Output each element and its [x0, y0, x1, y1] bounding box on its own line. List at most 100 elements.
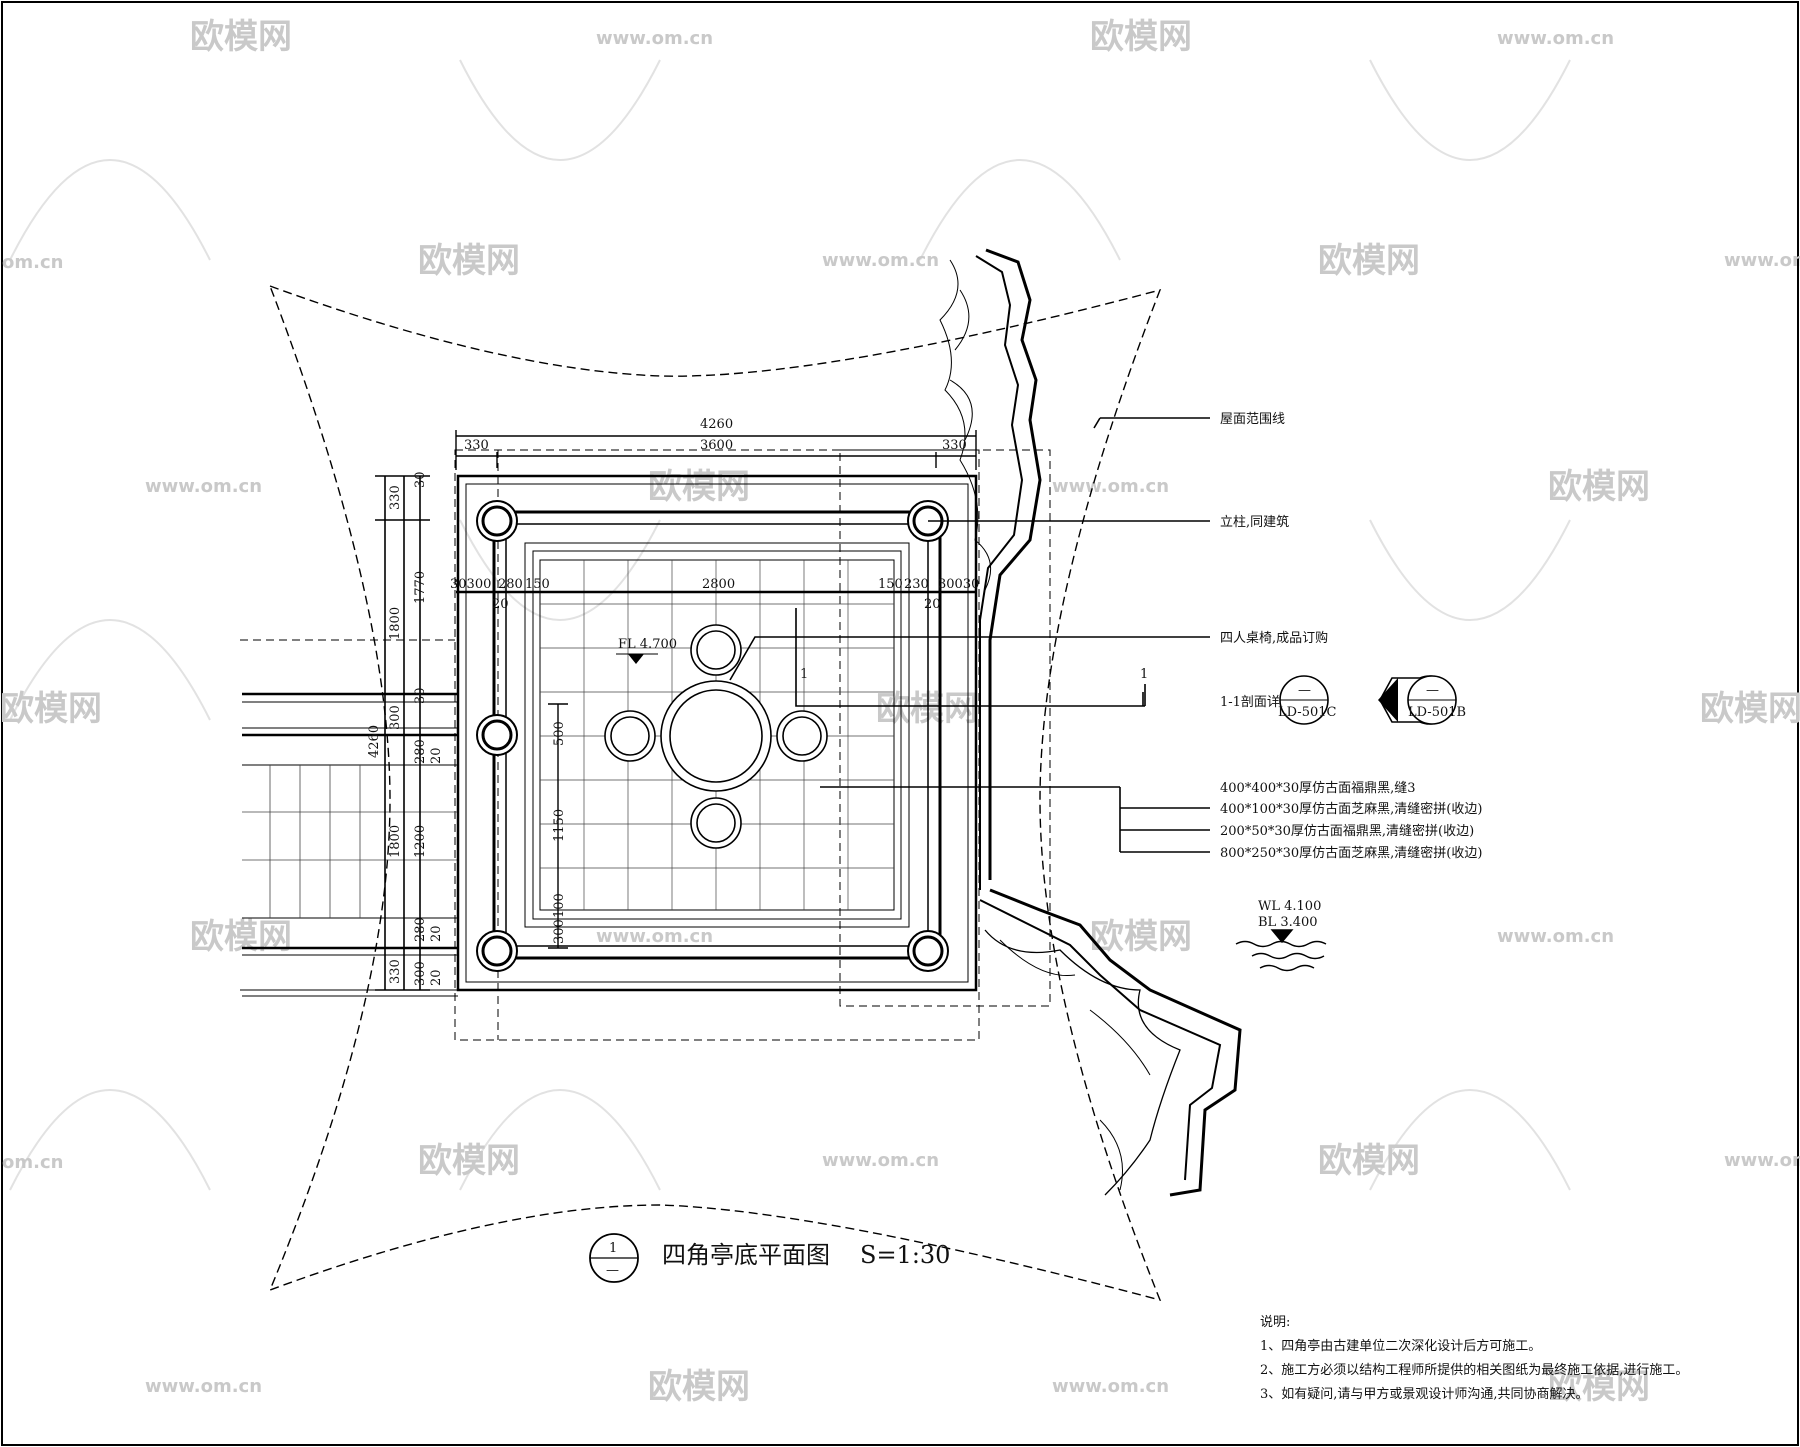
watermark-url: www.om.cn	[1052, 1376, 1169, 1397]
watermark-logo: 欧模网	[190, 917, 292, 957]
stool-bottom	[690, 797, 742, 849]
dim-label: 20	[429, 969, 444, 986]
floor-level-label: FL 4.700	[618, 637, 677, 652]
stool-left	[604, 710, 656, 762]
dim-label: 100	[552, 893, 567, 918]
watermark-logo: 欧模网	[1318, 1141, 1420, 1181]
dim-label: 20	[429, 747, 444, 764]
watermark-url-fragment: om.cn	[2, 252, 63, 273]
dim-label: 300	[413, 961, 428, 986]
dim-label: 3600	[700, 438, 733, 453]
note-3: 3、如有疑问,请与甲方或景观设计师沟通,共同协商解决。	[1260, 1386, 1589, 1402]
watermark-url: www.om.cn	[145, 476, 262, 497]
watermark-url: www.om.cn	[1052, 476, 1169, 497]
dim-label: 500	[552, 721, 567, 746]
watermark-url: www.om.cn	[596, 926, 713, 947]
detail-ref-symbol-c: — LD-501C	[1278, 675, 1337, 725]
dim-label: 330	[464, 438, 489, 453]
watermark-url-fragment: om.cn	[2, 1152, 63, 1173]
annotation-material-4: 800*250*30厚仿古面芝麻黑,清缝密拼(收边)	[1220, 845, 1482, 861]
watermark-logo: 欧模网	[1318, 241, 1420, 281]
table	[660, 680, 772, 792]
dim-label: 150	[525, 577, 550, 592]
dimension-labels: 4260 330 3600 330 30300 280 150 2800 150…	[367, 417, 979, 986]
title-name: 四角亭底平面图	[662, 1241, 830, 1269]
watermark-url: www.om.cn	[1497, 926, 1614, 947]
dim-label: 1800	[388, 825, 403, 858]
drawing-title: 1 — 四角亭底平面图 S=1:30	[589, 1233, 950, 1283]
watermark-url: www.om.cn	[145, 1376, 262, 1397]
dim-label: 30030	[938, 577, 979, 592]
stool-top	[690, 624, 742, 676]
note-2: 2、施工方必须以结构工程师所提供的相关图纸为最终施工依据,进行施工。	[1260, 1362, 1688, 1378]
dim-label: 30	[413, 471, 428, 488]
stool-right	[776, 710, 828, 762]
dim-label: 1200	[413, 825, 428, 858]
dim-label: 30300	[450, 577, 491, 592]
dim-label: 330	[388, 959, 403, 984]
annotation-section: 1-1剖面详	[1220, 695, 1280, 710]
section-mark: 1 1	[800, 667, 1148, 706]
watermark-logo: 欧模网	[1548, 467, 1650, 507]
title-dash: —	[606, 1263, 619, 1278]
annotation-roof: 屋面范围线	[1220, 412, 1285, 427]
dim-label: 2800	[702, 577, 735, 592]
detail-ref-dash: —	[1298, 683, 1311, 698]
dim-label: 4260	[367, 725, 382, 758]
water-level-label: WL 4.100	[1258, 899, 1321, 914]
rockery	[939, 248, 1242, 1197]
floor-level-marker	[628, 654, 644, 664]
annotations: 屋面范围线 立柱,同建筑 四人桌椅,成品订购 1-1剖面详 400*400*30…	[1220, 412, 1482, 861]
annotation-material-3: 200*50*30厚仿古面福鼎黑,清缝密拼(收边)	[1220, 823, 1474, 839]
watermark-url: www.om.cn	[822, 250, 939, 271]
watermark-logo: 欧模网	[1090, 917, 1192, 957]
watermark-logo: 欧模网	[648, 467, 750, 507]
title-number: 1	[609, 1241, 617, 1256]
dim-label: 20	[492, 597, 509, 612]
notes-heading: 说明:	[1260, 1315, 1290, 1330]
watermark-url: www.om.cn	[596, 28, 713, 49]
detail-ref-label: LD-501B	[1408, 705, 1466, 720]
column	[476, 714, 518, 756]
dim-label: 1150	[552, 809, 567, 842]
column	[476, 500, 518, 542]
roof-outline	[268, 284, 1162, 1302]
dimension-lines	[375, 430, 977, 991]
dim-label: 300	[388, 705, 403, 730]
watermark-arcs	[9, 59, 1571, 1191]
watermark-url: www.om.cn	[1497, 28, 1614, 49]
dim-label: 280	[413, 917, 428, 942]
annotation-column: 立柱,同建筑	[1220, 514, 1289, 530]
annotation-material-1: 400*400*30厚仿古面福鼎黑,缝3	[1220, 781, 1416, 796]
dim-label: 20	[429, 925, 444, 942]
dim-label: 300	[552, 919, 567, 944]
water-level-symbol	[1235, 929, 1327, 972]
dim-label: 20	[924, 597, 941, 612]
section-number-right: 1	[1140, 667, 1148, 682]
dim-label: 280	[413, 739, 428, 764]
detail-ref-symbol-b: — LD-501B	[1378, 675, 1466, 725]
detail-ref-dash: —	[1426, 683, 1439, 698]
dim-label: 30	[413, 687, 428, 704]
dim-label: 230	[904, 577, 929, 592]
title-scale: S=1:30	[860, 1241, 950, 1269]
dim-label: 280	[498, 577, 523, 592]
watermark-url: www.om.cn	[1724, 1150, 1800, 1171]
watermark-logo: 欧模网	[1700, 689, 1800, 729]
annotation-furniture: 四人桌椅,成品订购	[1220, 630, 1328, 646]
bottom-level-label: BL 3.400	[1258, 915, 1318, 930]
note-1: 1、四角亭由古建单位二次深化设计后方可施工。	[1260, 1338, 1541, 1354]
watermark-url: www.om.cn	[1724, 250, 1800, 271]
watermark-logo: 欧模网	[648, 1367, 750, 1407]
watermarks: 欧模网 www.om.cn 欧模网 www.om.cn om.cn 欧模网 ww…	[0, 17, 1800, 1407]
column	[907, 930, 949, 972]
section-number-left: 1	[800, 667, 808, 682]
watermark-logo: 欧模网	[1548, 1367, 1650, 1407]
notes: 说明: 1、四角亭由古建单位二次深化设计后方可施工。 2、施工方必须以结构工程师…	[1260, 1315, 1688, 1402]
watermark-logo: 欧模网	[418, 1141, 520, 1181]
column	[476, 930, 518, 972]
dim-label: 1770	[413, 571, 428, 604]
watermark-logo: 欧模网	[0, 689, 102, 729]
